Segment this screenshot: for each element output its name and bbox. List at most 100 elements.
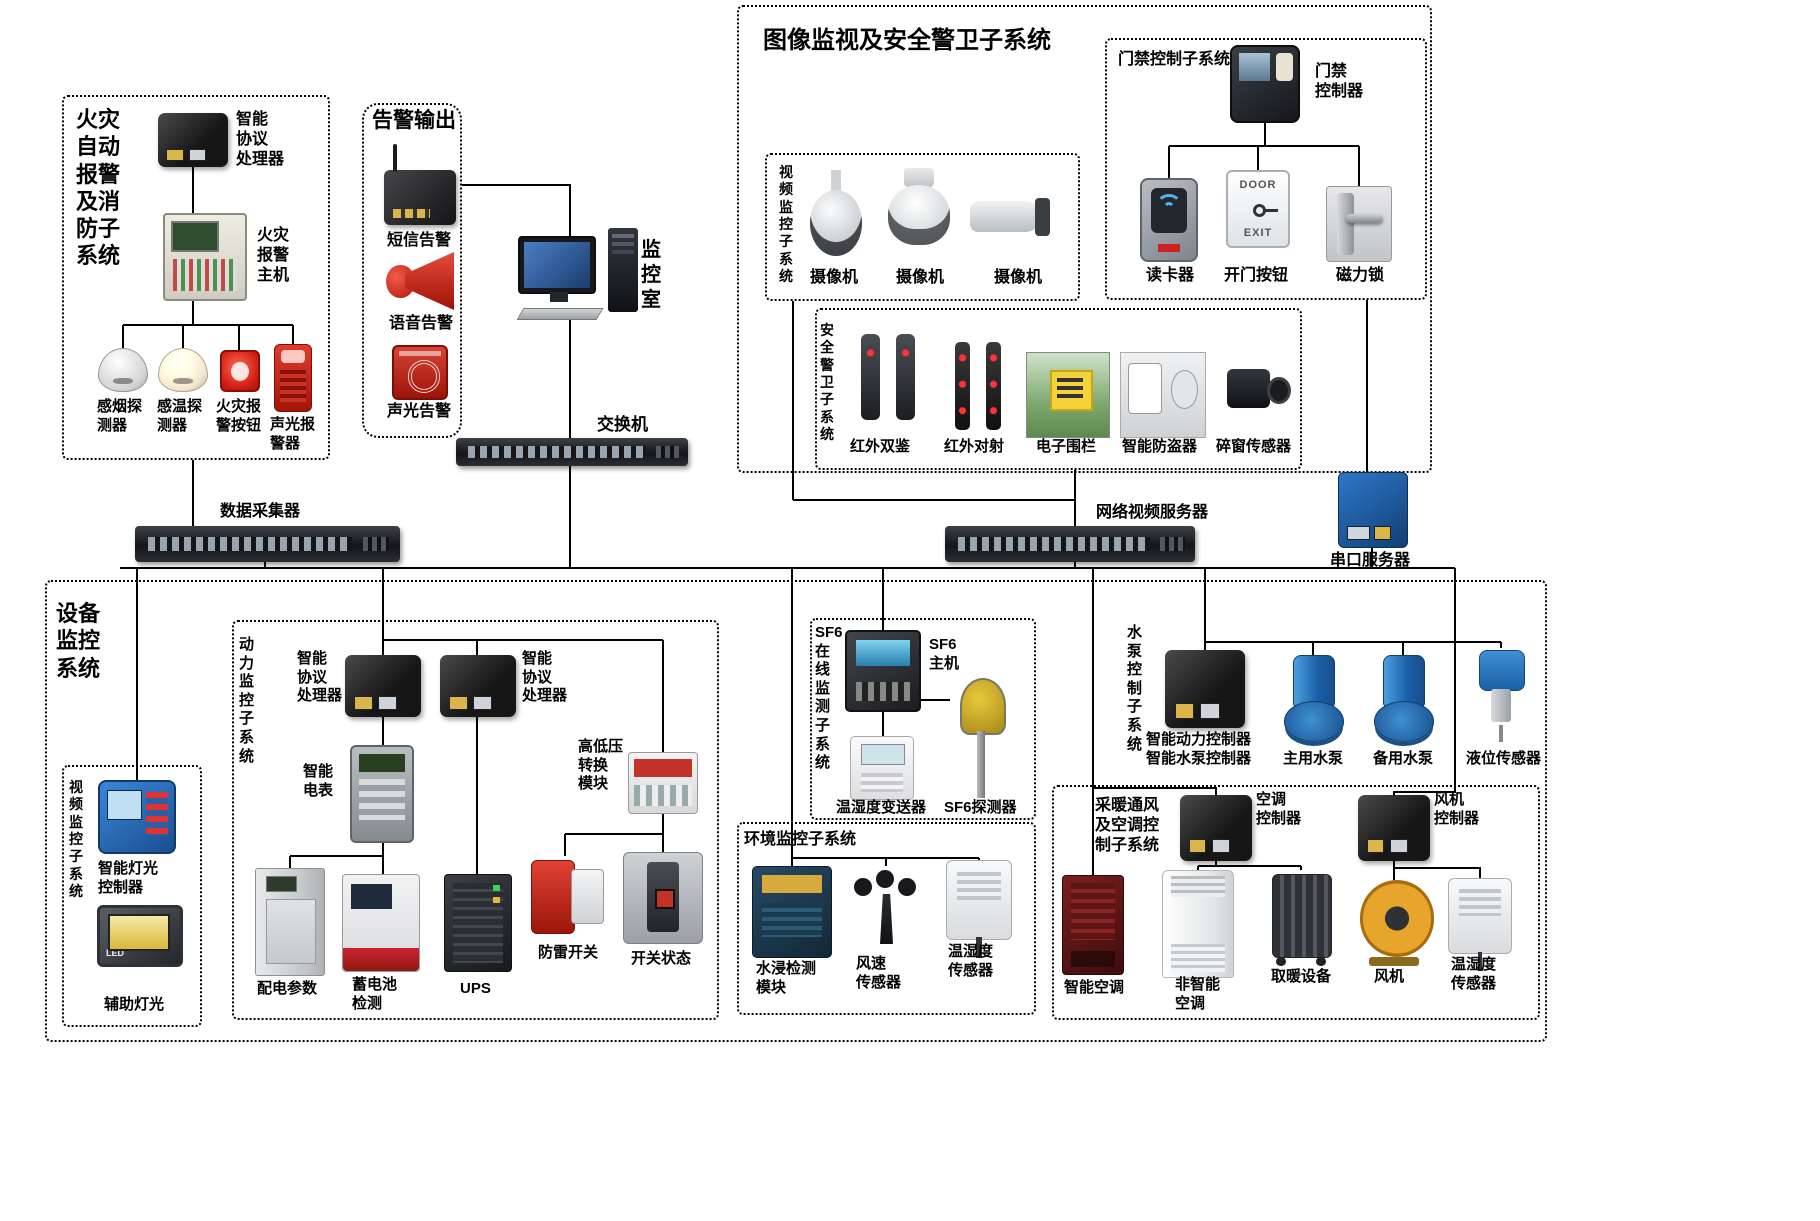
sound-light-alarm-label: 声光报 警器 — [270, 416, 316, 452]
sf6-monitoring-box — [810, 618, 1036, 820]
main-pump-device — [1278, 655, 1348, 747]
pump-title: 水 泵 控 制 子 系 统 — [1127, 624, 1143, 753]
power-processor-right-device — [440, 655, 516, 717]
ac-controller-label: 空调 控制器 — [1256, 791, 1302, 827]
plain-ac-device — [1162, 870, 1234, 978]
light-controller-label: 智能灯光 控制器 — [98, 860, 159, 896]
image-security-title: 图像监视及安全警卫子系统 — [763, 27, 1051, 54]
control-room-title: 监 控 室 — [641, 239, 661, 311]
fan-controller-label: 风机 控制器 — [1434, 791, 1480, 827]
wind-sensor-device — [850, 866, 922, 952]
sms-alarm-device — [384, 144, 456, 225]
card-reader-device — [1140, 178, 1198, 262]
video2-title: 视 频 监 控 子 系 统 — [69, 779, 83, 900]
power-processor-left-device — [345, 655, 421, 717]
hvac-box — [1052, 785, 1540, 1020]
video-surveillance-box — [765, 153, 1080, 301]
battery-label: 蓄电池 检测 — [352, 976, 398, 1012]
sf6-detector-device — [950, 676, 1012, 800]
switch-status-label: 开关状态 — [631, 950, 692, 967]
fence-label: 电子围栏 — [1036, 438, 1097, 455]
distribution-cabinet-device — [255, 868, 325, 976]
door-button-exit-text: EXIT — [1243, 227, 1273, 239]
equipment-title: 设备 监控 系统 — [56, 601, 101, 681]
computer-keyboard — [516, 308, 604, 320]
th-transmitter-device — [850, 736, 914, 800]
level-sensor-label: 液位传感器 — [1466, 750, 1542, 767]
bullet-camera-device — [970, 186, 1060, 250]
fire-alarm-host-device — [163, 213, 247, 301]
power-title: 动 力 监 控 子 系 统 — [239, 636, 255, 765]
collector-label: 数据采集器 — [220, 503, 301, 520]
sound-light-output-device — [392, 345, 448, 400]
smart-ac-device — [1062, 875, 1124, 975]
equipment-monitoring-box — [45, 580, 1547, 1042]
hvac-th-sensor-device — [1448, 878, 1512, 971]
card-reader-label: 读卡器 — [1146, 267, 1195, 284]
breaker-device — [623, 852, 703, 944]
backup-pump-device — [1368, 655, 1438, 747]
fire-subsystem-title: 火灾 自动 报警 及消 防子 系统 — [76, 107, 121, 269]
access-title: 门禁控制子系统 — [1118, 51, 1231, 68]
access-controller-device — [1230, 45, 1300, 123]
wind-sensor-label: 风速 传感器 — [856, 955, 902, 991]
serial-server-label: 串口服务器 — [1330, 552, 1411, 569]
hv-module-label: 高低压 转换 模块 — [578, 738, 624, 793]
guard-title: 安 全 警 卫 子 系 统 — [820, 322, 834, 443]
meter-label: 智能 电表 — [303, 763, 334, 799]
fire-subsystem-box — [62, 95, 330, 460]
image-security-box — [737, 5, 1432, 473]
security-guard-box — [815, 308, 1302, 470]
hvac-title: 采暖通风 及空调控 制子系统 — [1095, 797, 1160, 854]
fan-controller-device — [1358, 795, 1430, 861]
heater-label: 取暖设备 — [1271, 968, 1332, 985]
aux-light-device: LED — [94, 898, 183, 988]
ptz-camera-device — [882, 168, 956, 262]
open-button-label: 开门按钮 — [1224, 267, 1289, 284]
magnetic-lock-device — [1326, 186, 1392, 262]
led-text: LED — [106, 948, 125, 959]
ir-dual-detector-device — [856, 330, 920, 432]
mag-lock-label: 磁力锁 — [1336, 267, 1385, 284]
pump-controller-label: 智能动力控制器 智能水泵控制器 — [1146, 731, 1252, 767]
main-pump-label: 主用水泵 — [1283, 750, 1344, 767]
core-switch-device — [456, 438, 688, 466]
alarm-output-box — [362, 103, 462, 438]
transmitter-label: 温湿度变送器 — [836, 799, 927, 816]
surge-label: 防雷开关 — [538, 944, 599, 961]
processor-left-label: 智能 协议 处理器 — [297, 650, 343, 705]
voice-alarm-device — [386, 252, 454, 310]
distribution-label: 配电参数 — [257, 980, 318, 997]
temp-detector-label: 感温探 测器 — [157, 398, 203, 434]
key-icon — [1253, 204, 1279, 217]
smart-ac-label: 智能空调 — [1064, 979, 1125, 996]
video-subsystem-title: 视 频 监 控 子 系 统 — [779, 164, 793, 285]
sound-light-alarm-device — [274, 344, 312, 412]
soundlight-output-label: 声光告警 — [387, 403, 452, 420]
water-module-label: 水浸检测 模块 — [756, 960, 817, 996]
control-room-computer — [516, 228, 638, 320]
fire-protocol-processor-device — [158, 113, 228, 167]
door-button-door-text: DOOR — [1239, 179, 1277, 191]
core-switch-label: 交换机 — [597, 415, 648, 434]
smoke-detector-device — [98, 348, 148, 392]
temp-detector-device — [158, 348, 208, 392]
dome-camera-device — [806, 170, 866, 262]
backup-pump-label: 备用水泵 — [1373, 750, 1434, 767]
ups-label: UPS — [460, 980, 491, 997]
door-open-button-device: DOOR EXIT — [1226, 170, 1290, 248]
camera2-label: 摄像机 — [896, 269, 945, 286]
access-control-box — [1105, 38, 1427, 300]
fire-alarm-button-device — [220, 350, 260, 392]
ups-device — [444, 874, 512, 972]
pump-controller-device — [1165, 650, 1245, 728]
sf6-title: SF6 在 线 监 测 子 系 统 — [815, 624, 843, 772]
alarm-button-label: 火灾报 警按钮 — [216, 398, 262, 434]
camera1-label: 摄像机 — [810, 269, 859, 286]
anti-theft-device — [1120, 352, 1206, 438]
wifi-icon — [1156, 194, 1182, 218]
nvr-label: 网络视频服务器 — [1096, 504, 1209, 521]
electronic-fence-device — [1026, 352, 1110, 438]
serial-server-device — [1338, 472, 1408, 548]
